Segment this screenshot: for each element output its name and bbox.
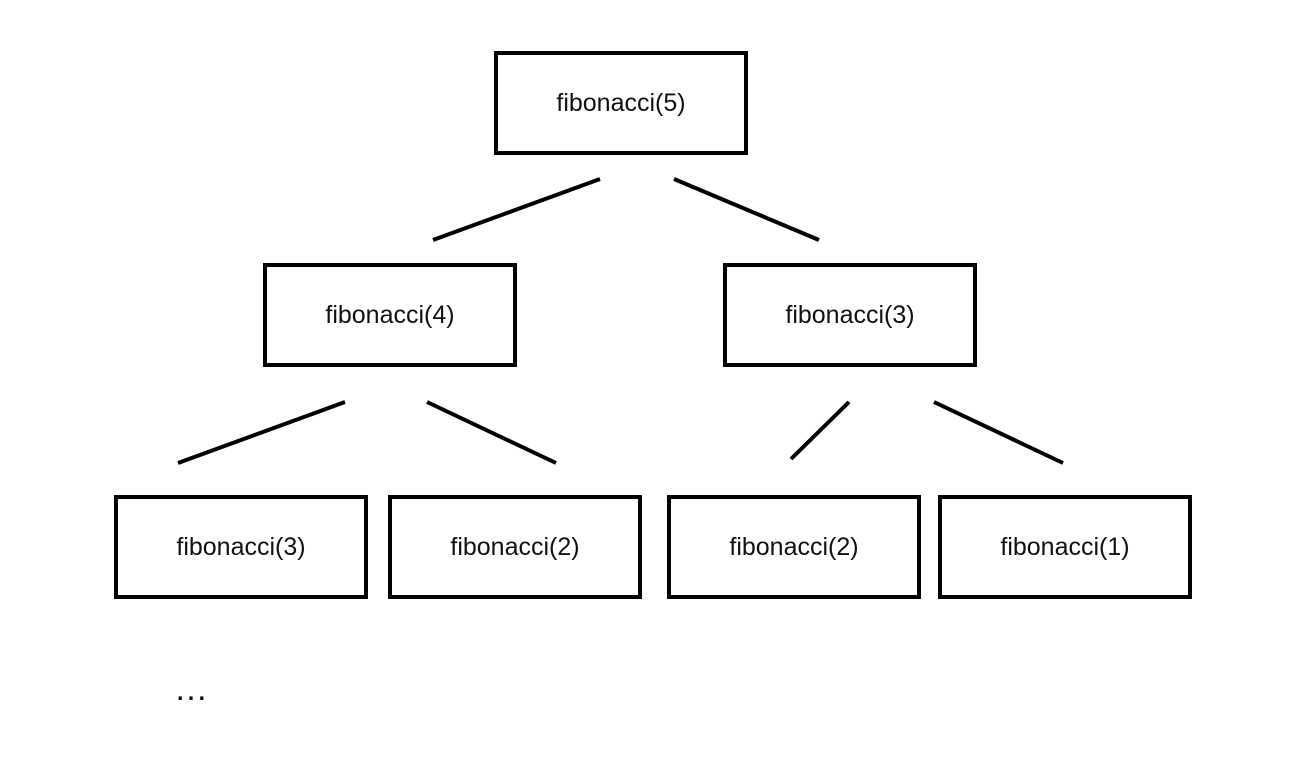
- node-label: fibonacci(2): [729, 532, 859, 561]
- node-label: fibonacci(5): [556, 88, 686, 117]
- node-fibonacci-2-leaf: fibonacci(2): [388, 495, 642, 599]
- edge-root-to-level1-right: [673, 177, 820, 242]
- node-fibonacci-2-leaf: fibonacci(2): [667, 495, 921, 599]
- node-fibonacci-5: fibonacci(5): [494, 51, 748, 155]
- edge-level1-left-to-level2-b: [426, 400, 557, 465]
- node-label: fibonacci(3): [176, 532, 306, 561]
- node-label: fibonacci(4): [325, 300, 455, 329]
- continuation-ellipsis: …: [174, 670, 209, 708]
- edge-level1-right-to-level2-c: [789, 400, 851, 461]
- edge-level1-left-to-level2-a: [177, 400, 346, 465]
- node-fibonacci-1-leaf: fibonacci(1): [938, 495, 1192, 599]
- node-fibonacci-4: fibonacci(4): [263, 263, 517, 367]
- edge-root-to-level1-left: [432, 177, 601, 242]
- node-label: fibonacci(2): [450, 532, 580, 561]
- node-fibonacci-3: fibonacci(3): [723, 263, 977, 367]
- node-fibonacci-3-leaf: fibonacci(3): [114, 495, 368, 599]
- edge-level1-right-to-level2-d: [933, 400, 1064, 465]
- node-label: fibonacci(3): [785, 300, 915, 329]
- node-label: fibonacci(1): [1000, 532, 1130, 561]
